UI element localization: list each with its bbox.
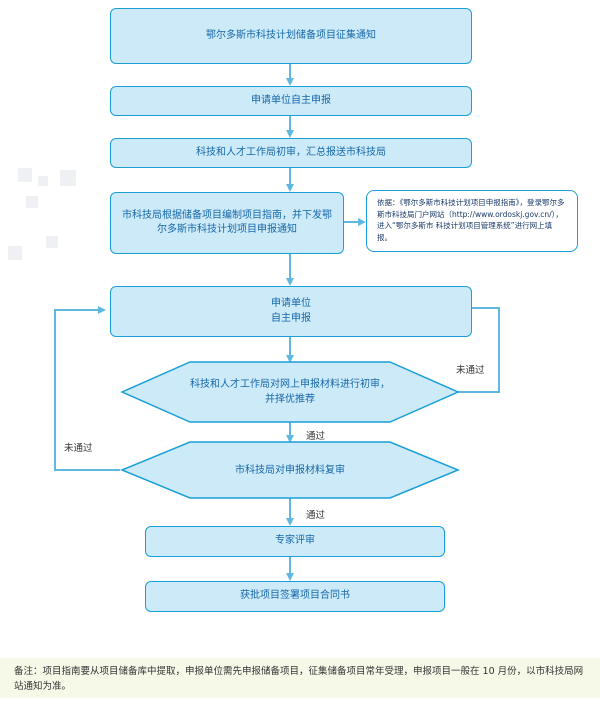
loop-right bbox=[434, 304, 500, 393]
step-self-apply: 申请单位自主申报 bbox=[110, 86, 472, 116]
footer-note-text: 备注：项目指南要从项目储备库中提取，申报单位需先申报储备项目，征集储备项目常年受… bbox=[14, 666, 584, 693]
basis-note: 依据：《鄂尔多斯市科技计划项目申报指南》，登录鄂尔多斯市科技局门户网站（http… bbox=[366, 190, 578, 252]
decorative-square bbox=[38, 176, 48, 186]
decision-diamond-1 bbox=[120, 361, 460, 423]
step-collection-notice: 鄂尔多斯市科技计划储备项目征集通知 bbox=[110, 8, 472, 64]
step-preliminary-review: 科技和人才工作局初审，汇总报送市科技局 bbox=[110, 138, 472, 168]
decision-1-label-wrap: 科技和人才工作局对网上申报材料进行初审，并择优推荐 bbox=[190, 362, 390, 422]
step-unit-apply-line1: 申请单位 bbox=[271, 298, 311, 309]
footer-note: 备注：项目指南要从项目储备库中提取，申报单位需先申报储备项目，征集储备项目常年受… bbox=[0, 658, 600, 698]
decision-diamond-2 bbox=[120, 441, 460, 499]
decorative-square bbox=[8, 246, 22, 260]
decision-1-label: 科技和人才工作局对网上申报材料进行初审，并择优推荐 bbox=[190, 379, 390, 405]
edge-label-pass-1: 通过 bbox=[306, 431, 326, 442]
step-expert-review: 专家评审 bbox=[145, 526, 445, 557]
edge-label-fail-right: 未通过 bbox=[456, 365, 485, 376]
step-expert-review-label: 专家评审 bbox=[275, 535, 315, 547]
decorative-square bbox=[46, 236, 58, 248]
step-project-guide: 市科技局根据储备项目编制项目指南，并下发鄂尔多斯市科技计划项目申报通知 bbox=[110, 192, 344, 254]
step-unit-apply-line2: 自主申报 bbox=[271, 312, 311, 324]
step-sign-contract: 获批项目签署项目合同书 bbox=[145, 581, 445, 612]
step-project-guide-label: 市科技局根据储备项目编制项目指南，并下发鄂尔多斯市科技计划项目申报通知 bbox=[122, 209, 332, 236]
step-preliminary-review-label: 科技和人才工作局初审，汇总报送市科技局 bbox=[196, 146, 386, 158]
step-unit-apply: 申请单位 自主申报 bbox=[110, 286, 472, 337]
decision-2-label: 市科技局对申报材料复审 bbox=[235, 464, 345, 476]
edge-label-fail-left: 未通过 bbox=[64, 443, 93, 454]
decorative-square bbox=[60, 170, 76, 186]
decision-2-label-wrap: 市科技局对申报材料复审 bbox=[190, 442, 390, 498]
step-sign-contract-label: 获批项目签署项目合同书 bbox=[240, 590, 350, 602]
basis-note-text: 依据：《鄂尔多斯市科技计划项目申报指南》，登录鄂尔多斯市科技局门户网站（http… bbox=[377, 198, 565, 242]
loop-left bbox=[54, 306, 120, 471]
decorative-square bbox=[26, 196, 38, 208]
edge-label-pass-2: 通过 bbox=[306, 510, 326, 521]
decorative-square bbox=[18, 168, 32, 182]
step-self-apply-label: 申请单位自主申报 bbox=[251, 94, 331, 106]
step-collection-notice-label: 鄂尔多斯市科技计划储备项目征集通知 bbox=[206, 29, 376, 41]
